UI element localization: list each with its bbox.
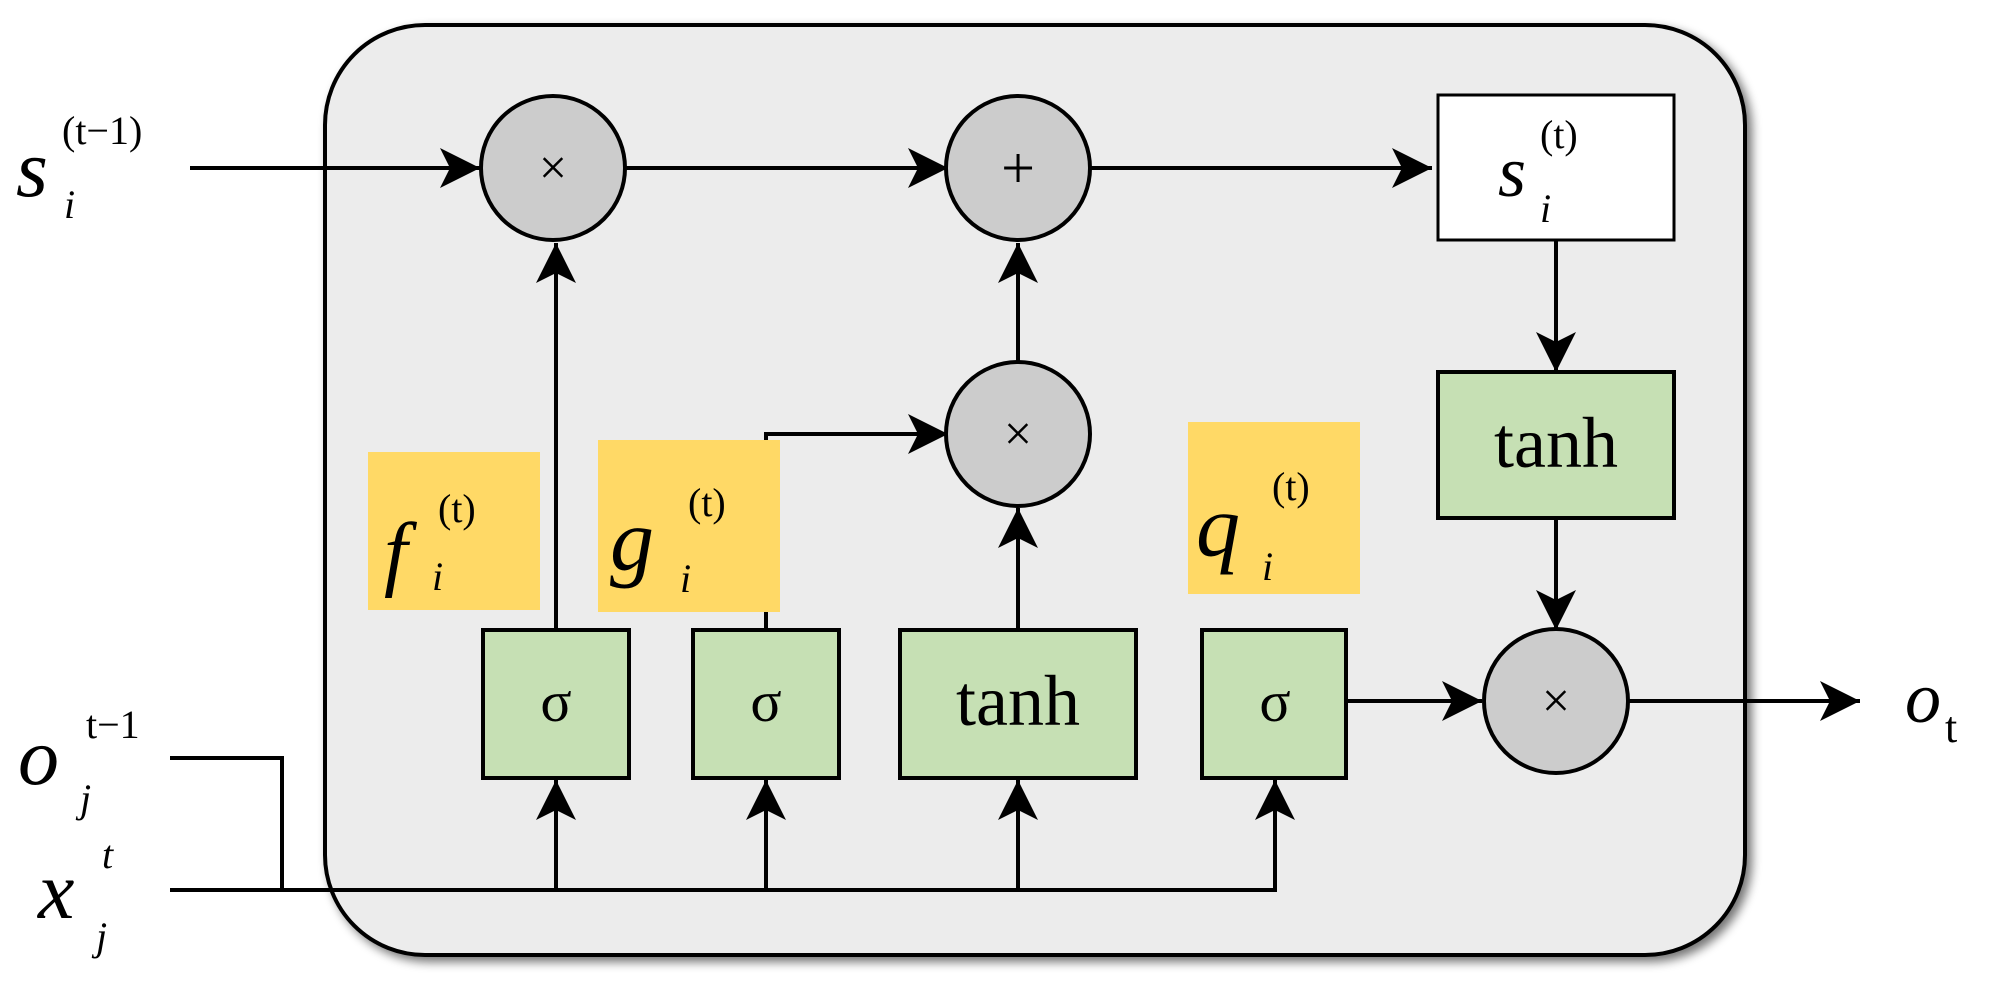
- candidate-tanh-gate: tanh: [898, 628, 1138, 780]
- state-sub: i: [1540, 186, 1551, 231]
- forget-multiply-node: ×: [479, 94, 627, 242]
- label-sup: (t): [688, 480, 726, 525]
- state-prev-label: s i (t−1): [16, 108, 142, 227]
- line-input-bus: [170, 780, 1295, 892]
- multiply-symbol: ×: [1542, 672, 1570, 728]
- label-sub: j: [91, 914, 107, 959]
- label-base: s: [16, 123, 48, 214]
- output-prev-label: o j t−1: [18, 702, 140, 821]
- label-sub: i: [1262, 544, 1273, 589]
- multiply-symbol: ×: [1004, 405, 1032, 461]
- output-label: o t: [1905, 658, 1957, 752]
- input-label: x j t: [37, 832, 114, 959]
- label-base: o: [1905, 658, 1941, 738]
- add-symbol: +: [1001, 135, 1035, 201]
- label-base: g: [610, 493, 654, 590]
- label-sup: t: [102, 832, 114, 877]
- state-sup: (t): [1540, 112, 1578, 157]
- sigma-label: σ: [750, 669, 781, 734]
- label-sub: i: [432, 554, 443, 599]
- output-gate: σ: [1200, 628, 1348, 780]
- sigma-label: σ: [1259, 669, 1290, 734]
- tanh-label: tanh: [1494, 403, 1618, 483]
- sigma-label: σ: [540, 669, 571, 734]
- input-gate: σ: [691, 628, 841, 780]
- output-multiply-node: ×: [1482, 627, 1630, 775]
- label-sup: t−1: [86, 702, 140, 747]
- label-sup: (t): [1272, 464, 1310, 509]
- label-sub: j: [75, 776, 91, 821]
- state-base: s: [1498, 132, 1526, 212]
- state-box: s i (t): [1436, 93, 1676, 242]
- label-sub: t: [1945, 703, 1957, 752]
- label-sub: i: [64, 182, 75, 227]
- label-sub: i: [680, 556, 691, 601]
- connections: [170, 148, 1860, 892]
- label-sup: (t−1): [62, 108, 142, 153]
- tanh-label: tanh: [956, 661, 1080, 741]
- state-tanh-gate: tanh: [1436, 370, 1676, 520]
- input-multiply-node: ×: [944, 360, 1092, 508]
- label-base: q: [1196, 479, 1240, 576]
- label-base: x: [37, 845, 74, 936]
- output-gate-label: q i (t): [1188, 422, 1360, 594]
- forget-gate: σ: [481, 628, 631, 780]
- multiply-symbol: ×: [539, 139, 567, 195]
- forget-gate-label: f i (t): [368, 452, 540, 610]
- label-base: o: [18, 711, 59, 802]
- add-node: +: [944, 94, 1092, 242]
- label-sup: (t): [438, 486, 476, 531]
- input-gate-label: g i (t): [598, 440, 780, 612]
- line-output-prev: [170, 756, 284, 890]
